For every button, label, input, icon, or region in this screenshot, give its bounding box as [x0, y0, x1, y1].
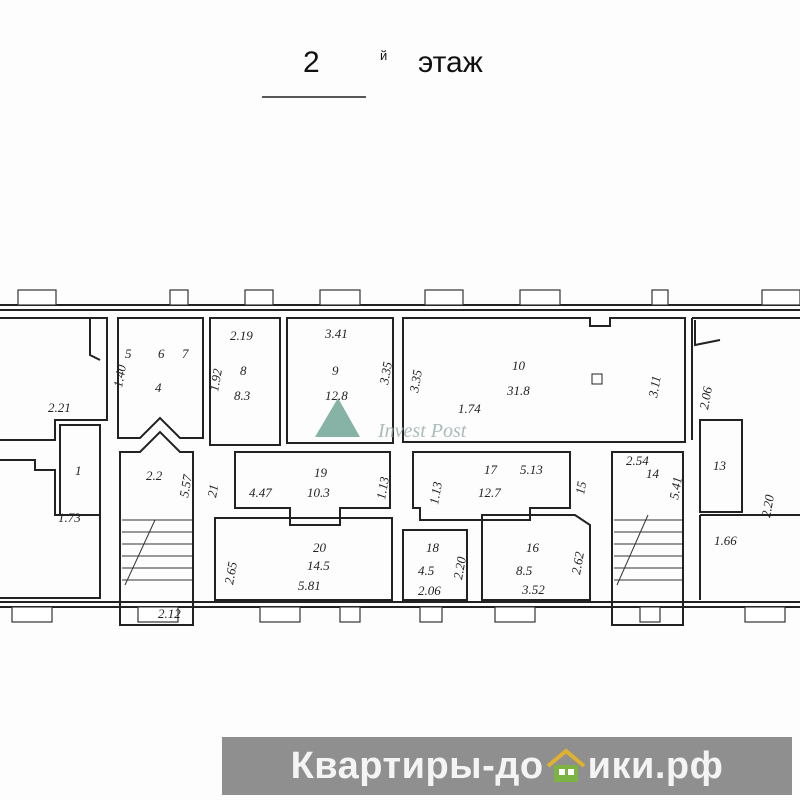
svg-text:31.8: 31.8: [506, 383, 530, 398]
svg-text:Invest Post: Invest Post: [377, 420, 467, 442]
svg-text:3.52: 3.52: [521, 582, 545, 597]
svg-text:5.13: 5.13: [520, 462, 543, 477]
svg-text:2.2: 2.2: [146, 468, 163, 483]
svg-text:15: 15: [572, 480, 589, 496]
svg-text:7: 7: [182, 346, 189, 361]
house-icon: [546, 748, 586, 784]
svg-text:12.8: 12.8: [325, 388, 348, 403]
svg-text:10.3: 10.3: [307, 485, 330, 500]
svg-text:8.5: 8.5: [516, 563, 533, 578]
svg-text:4: 4: [155, 380, 162, 395]
svg-text:5.57: 5.57: [176, 473, 195, 499]
floor-word: этаж: [418, 46, 483, 79]
svg-text:8.3: 8.3: [234, 388, 251, 403]
svg-text:8: 8: [240, 363, 247, 378]
svg-text:12.7: 12.7: [478, 485, 501, 500]
svg-text:4.47: 4.47: [249, 485, 272, 500]
svg-text:21: 21: [204, 483, 221, 498]
svg-text:3.41: 3.41: [324, 326, 348, 341]
svg-text:9: 9: [332, 363, 339, 378]
svg-text:16: 16: [526, 540, 540, 555]
svg-text:1.66: 1.66: [714, 533, 737, 548]
svg-text:3.35: 3.35: [376, 360, 395, 386]
svg-text:1.13: 1.13: [373, 475, 392, 501]
svg-text:3.11: 3.11: [645, 374, 664, 399]
svg-text:13: 13: [713, 458, 727, 473]
svg-text:2.62: 2.62: [568, 550, 587, 576]
room-labels: 1 4 1.40 8 8.3 2.19 1.92 9 12.8 3.41 3.3…: [48, 326, 777, 621]
column-marker: [591, 373, 603, 385]
svg-text:20: 20: [313, 540, 327, 555]
svg-text:1.92: 1.92: [206, 367, 225, 393]
svg-text:2.19: 2.19: [230, 328, 253, 343]
floor-number: 2: [303, 46, 320, 79]
svg-text:3.35: 3.35: [406, 368, 425, 394]
logo-watermark: Invest Post: [315, 398, 467, 442]
svg-text:2.06: 2.06: [418, 583, 441, 598]
svg-text:14: 14: [646, 466, 660, 481]
svg-text:2.20: 2.20: [758, 493, 777, 519]
svg-text:17: 17: [484, 462, 498, 477]
stairs-left: [122, 519, 192, 586]
site-watermark-banner: Квартиры-до ики.рф: [222, 737, 792, 795]
svg-text:5.81: 5.81: [298, 578, 321, 593]
svg-text:1.74: 1.74: [458, 401, 481, 416]
svg-text:2.12: 2.12: [158, 606, 181, 621]
svg-text:2.06: 2.06: [696, 385, 715, 411]
windows: [11, 289, 800, 623]
stairs-right: [614, 514, 682, 586]
svg-text:4.5: 4.5: [418, 563, 435, 578]
svg-text:2.21: 2.21: [48, 400, 71, 415]
svg-text:19: 19: [314, 465, 328, 480]
svg-text:18: 18: [426, 540, 440, 555]
walls: [0, 304, 800, 626]
banner-text-part1: Квартиры-до: [290, 744, 544, 787]
banner-text-part2: ики.рф: [587, 744, 724, 787]
svg-text:5.41: 5.41: [666, 476, 685, 501]
svg-text:5: 5: [125, 346, 132, 361]
svg-text:2.54: 2.54: [626, 453, 649, 468]
svg-text:1.40: 1.40: [110, 363, 129, 389]
svg-text:2.65: 2.65: [221, 560, 240, 586]
svg-text:6: 6: [158, 346, 165, 361]
svg-text:10: 10: [512, 358, 526, 373]
svg-text:1.13: 1.13: [426, 480, 445, 506]
floor-suffix: й: [380, 48, 387, 63]
svg-text:14.5: 14.5: [307, 558, 330, 573]
svg-text:1: 1: [75, 463, 82, 478]
svg-text:2.20: 2.20: [450, 555, 469, 581]
svg-text:1.73: 1.73: [58, 510, 81, 525]
